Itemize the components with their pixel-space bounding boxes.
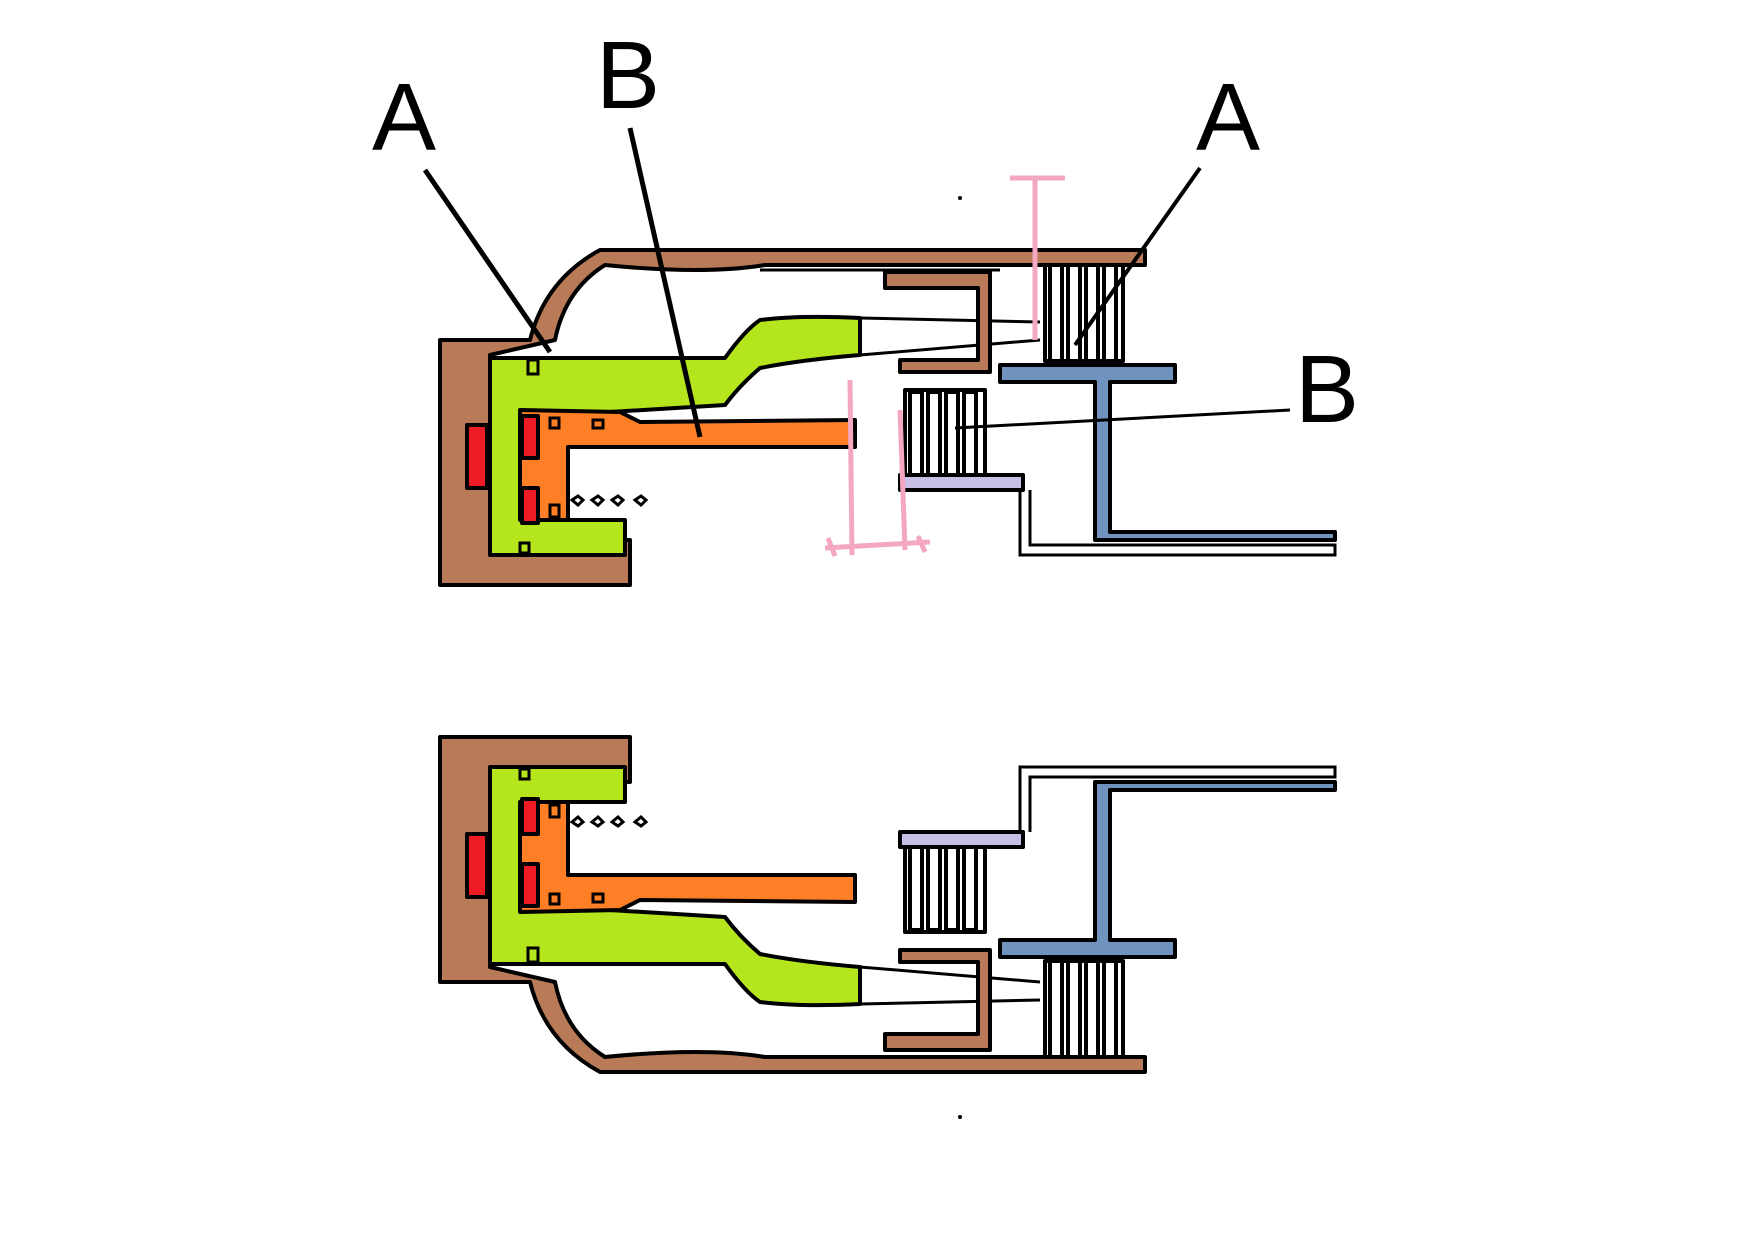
- top-port-1: [526, 358, 540, 376]
- top-fluid-bubbles: [569, 494, 649, 508]
- bottom-inner-piston: [518, 800, 857, 914]
- leader-top-right-a: [1073, 166, 1202, 347]
- bottom-dot: [958, 1115, 962, 1119]
- top-lilac-step: [1018, 490, 1337, 557]
- bottom-line-b: [859, 965, 1041, 984]
- top-seal-2: [520, 486, 540, 525]
- top-shaft: [998, 363, 1337, 542]
- bottom-port-1: [526, 946, 540, 964]
- top-pink-markers: [824, 175, 1065, 557]
- leader-top-left-a: [422, 168, 553, 354]
- bottom-seal-1: [520, 862, 540, 908]
- bottom-shaft: [998, 780, 1337, 959]
- label-top-left-b: B: [596, 22, 660, 129]
- label-top-right-a: A: [1196, 64, 1260, 171]
- bottom-port-4: [548, 803, 561, 819]
- top-dot: [958, 196, 962, 200]
- bottom-port-2: [548, 892, 561, 906]
- bottom-piston: [488, 765, 862, 1008]
- top-inner-piston: [518, 408, 857, 522]
- bottom-lilac-step: [1018, 765, 1337, 832]
- bottom-assembly: [438, 735, 1337, 1119]
- leader-right-b: [954, 408, 1291, 430]
- top-line-a: [859, 316, 1041, 324]
- top-piston: [488, 314, 862, 557]
- top-port-5: [518, 541, 531, 555]
- top-port-3: [591, 418, 605, 430]
- top-port-2: [548, 416, 561, 430]
- bottom-port-3: [591, 892, 605, 904]
- top-clutch-pack-b: [903, 388, 987, 482]
- top-assembly: A B A B: [372, 22, 1359, 587]
- bottom-line-a: [859, 998, 1041, 1006]
- top-port-4: [548, 503, 561, 519]
- top-lilac-plate: [898, 473, 1025, 492]
- bottom-fluid-bubbles: [569, 814, 649, 828]
- bottom-retainer: [883, 948, 992, 1052]
- bottom-port-5: [518, 767, 531, 781]
- leader-top-left-b: [627, 127, 703, 438]
- top-seal-outer: [465, 423, 489, 490]
- bottom-lilac-plate: [898, 830, 1025, 849]
- bottom-seal-2: [520, 797, 540, 836]
- bottom-clutch-pack-a: [1043, 959, 1125, 1059]
- top-seal-1: [520, 414, 540, 460]
- top-retainer: [883, 270, 992, 374]
- label-top-left-a: A: [372, 64, 436, 171]
- top-clutch-pack-a: [1043, 263, 1125, 363]
- bottom-seal-outer: [465, 832, 489, 899]
- top-line-b: [859, 338, 1041, 357]
- bottom-clutch-pack-b: [903, 840, 987, 934]
- label-right-b: B: [1295, 336, 1359, 443]
